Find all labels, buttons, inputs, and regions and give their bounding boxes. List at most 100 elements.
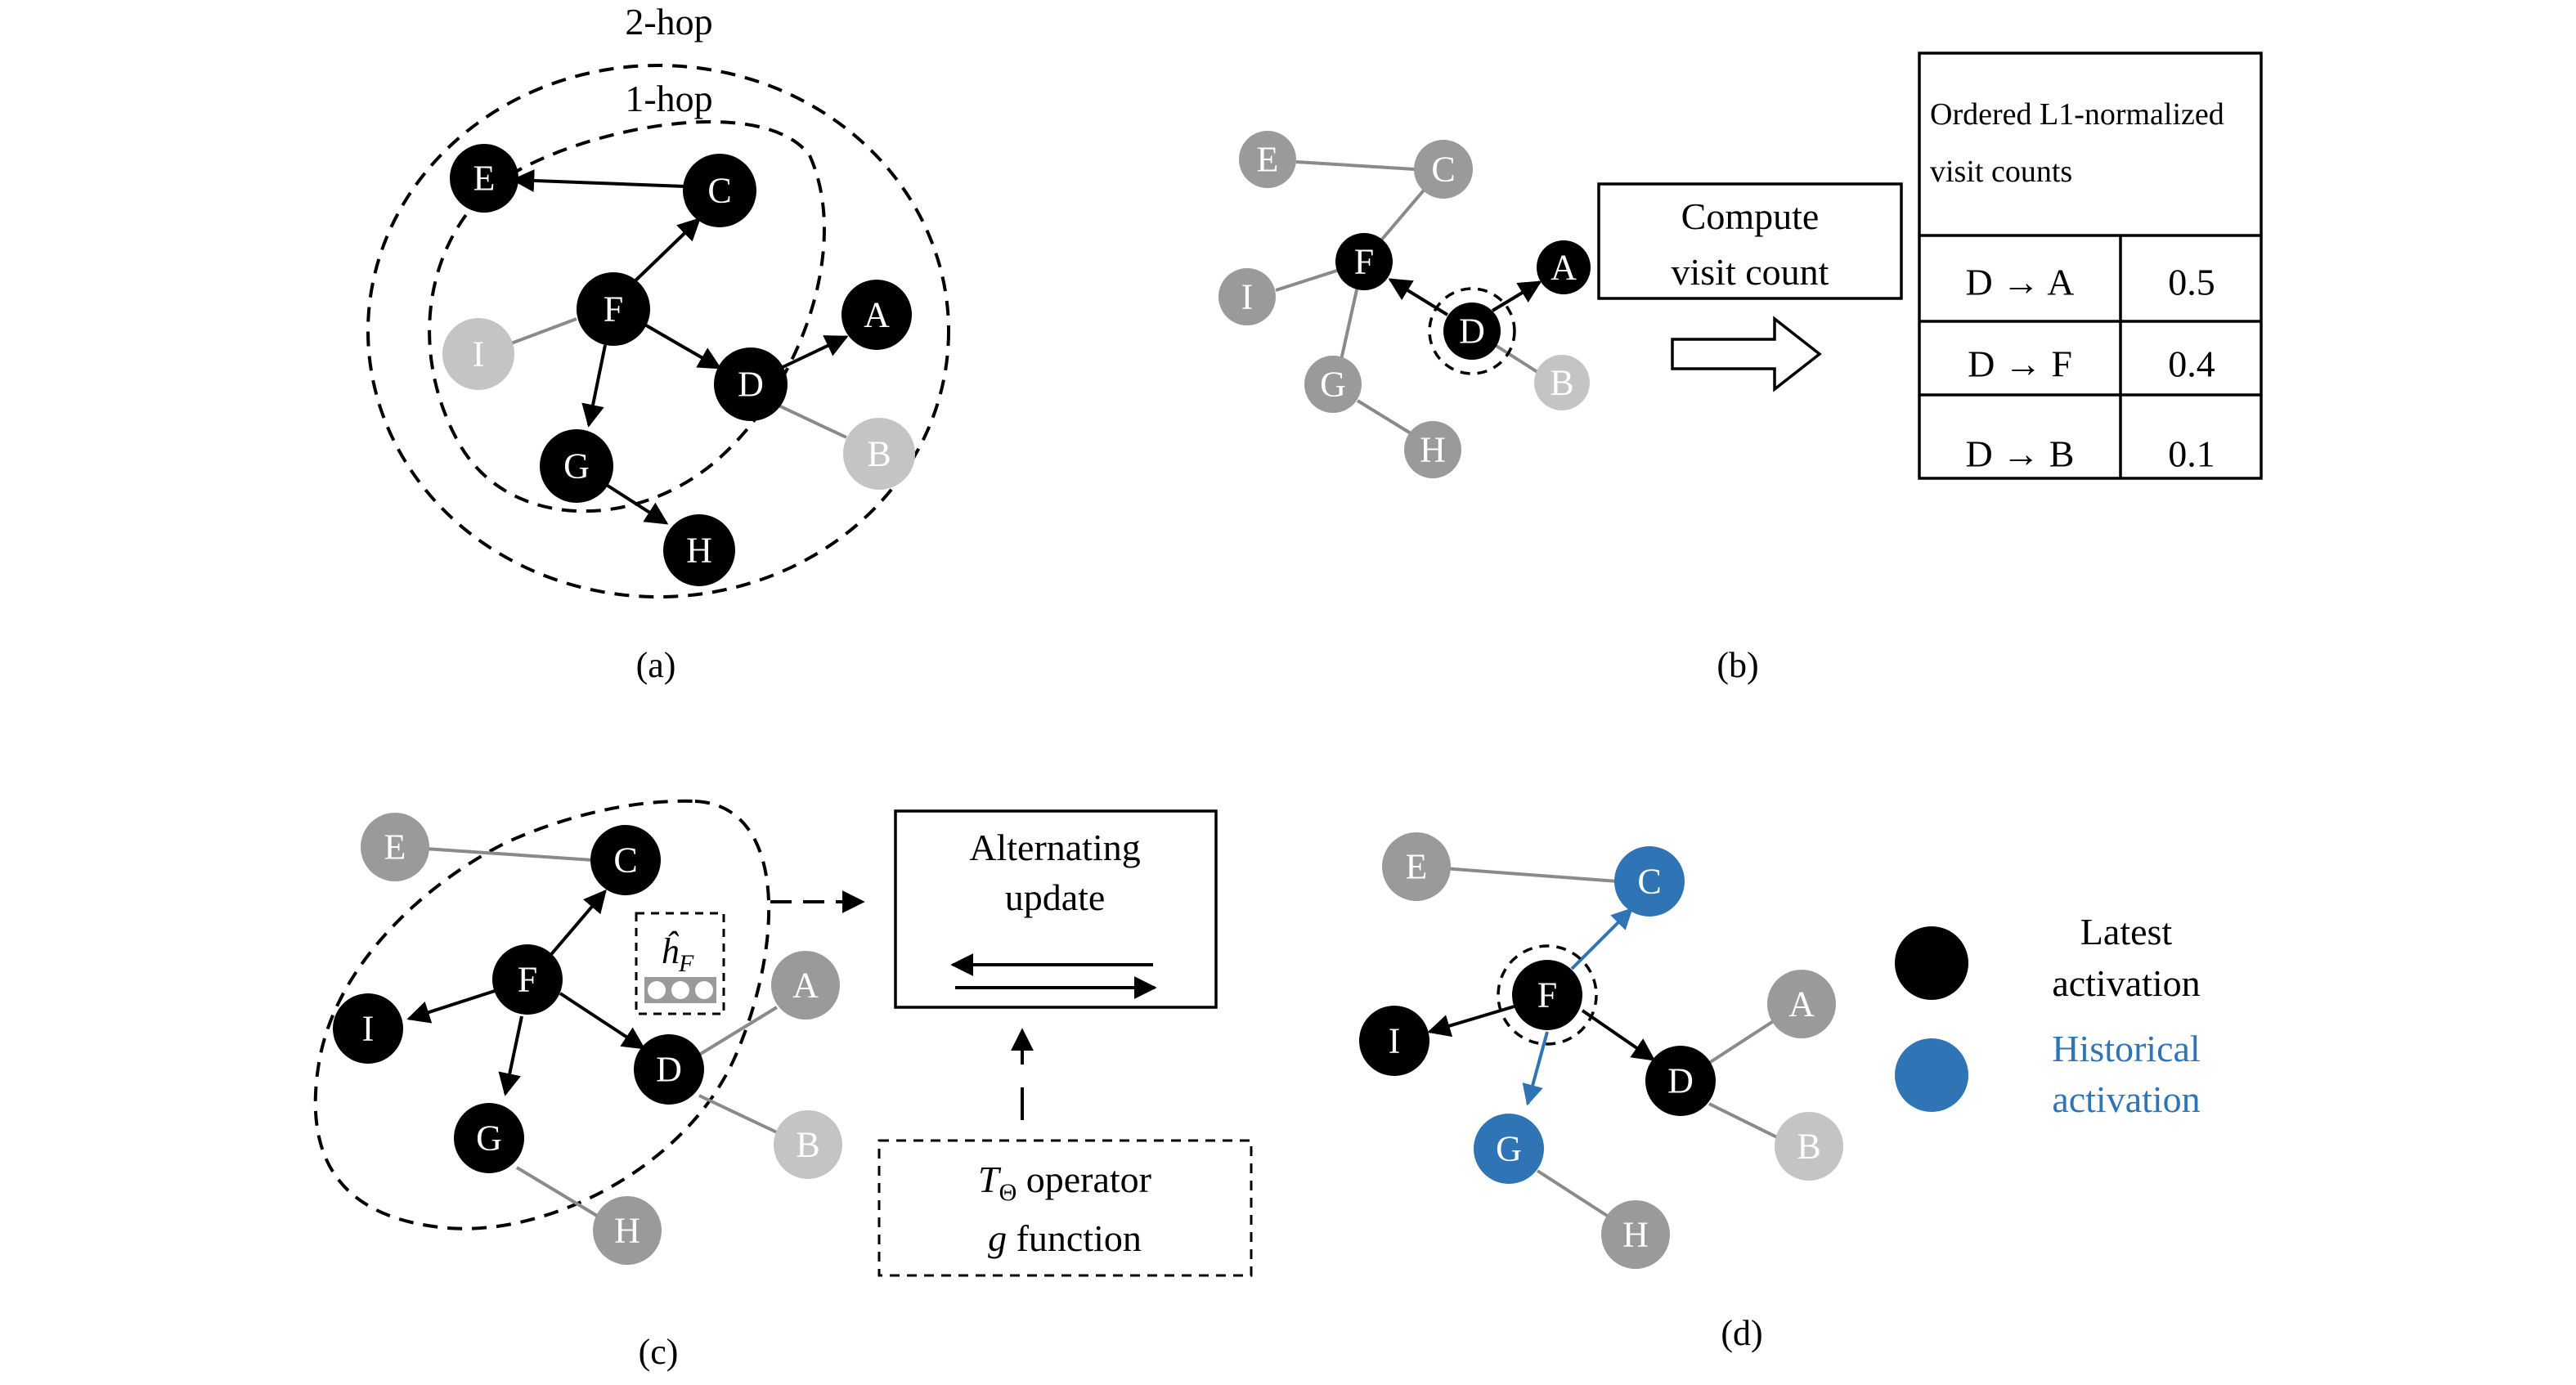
- svg-text:E: E: [1257, 140, 1279, 180]
- svg-text:F: F: [1354, 242, 1374, 282]
- node-c: C: [590, 825, 661, 895]
- edge-f-g: [581, 344, 607, 428]
- table-row-value: 0.4: [2168, 343, 2215, 385]
- edge-d-a: [698, 1006, 779, 1056]
- node-b: B: [774, 1110, 842, 1179]
- panel-b: E C F I D A B G H Compute visit count Or…: [1218, 52, 2263, 685]
- node-b: B: [1534, 355, 1590, 410]
- svg-text:F: F: [1537, 975, 1557, 1015]
- svg-text:H: H: [614, 1211, 640, 1251]
- node-d: D: [1645, 1046, 1716, 1116]
- svg-text:H: H: [686, 531, 712, 571]
- node-f: F: [1512, 960, 1582, 1030]
- legend-swatch-latest: [1895, 926, 1968, 1000]
- svg-text:G: G: [476, 1118, 502, 1159]
- node-b: B: [843, 418, 915, 490]
- svg-text:C: C: [1637, 862, 1661, 902]
- embedding-cell: [648, 981, 666, 999]
- node-e: E: [1239, 131, 1296, 188]
- node-g: G: [1474, 1114, 1544, 1184]
- edge-g-h: [1356, 399, 1412, 435]
- node-h: H: [663, 514, 735, 586]
- svg-text:A: A: [792, 966, 819, 1006]
- node-c: C: [683, 154, 756, 227]
- table-row-edge: D → A: [1966, 262, 2075, 303]
- svg-text:F: F: [604, 289, 623, 329]
- svg-text:B: B: [867, 434, 891, 474]
- block-arrow-icon: [1671, 316, 1822, 392]
- edge-f-g: [1340, 285, 1359, 361]
- neighborhood-boundary: [313, 799, 771, 1230]
- node-g: G: [1304, 356, 1362, 413]
- edge-f-d: [1581, 1009, 1656, 1061]
- node-f: F: [1335, 233, 1393, 290]
- legend-label-historical-line1: Historical: [2052, 1028, 2200, 1069]
- node-g: G: [540, 429, 613, 503]
- hop2-label: 2-hop: [625, 1, 712, 43]
- svg-text:F: F: [518, 960, 537, 1000]
- hop1-label: 1-hop: [625, 78, 712, 119]
- node-b: B: [1775, 1112, 1843, 1181]
- edge-f-i: [510, 317, 577, 345]
- caption-b: (b): [1717, 645, 1758, 685]
- edge-f-g: [498, 1015, 523, 1096]
- edge-g-h: [604, 482, 669, 525]
- node-c: C: [1414, 140, 1473, 199]
- table-header-line1: Ordered L1-normalized: [1930, 97, 2224, 132]
- node-g: G: [454, 1103, 524, 1173]
- operator-box-line2: g function: [988, 1217, 1142, 1259]
- edge-f-c: [628, 217, 702, 288]
- svg-text:B: B: [1797, 1127, 1820, 1167]
- panel-c: E C F I D A B G H ĥF Alternating update …: [313, 799, 1253, 1372]
- node-h: H: [1601, 1200, 1670, 1269]
- svg-text:A: A: [864, 295, 890, 335]
- embedding-cell: [671, 981, 689, 999]
- visit-count-table: Ordered L1-normalized visit counts D → A…: [1918, 52, 2263, 480]
- edge-f-i: [406, 989, 496, 1024]
- svg-text:E: E: [1406, 847, 1428, 887]
- svg-text:A: A: [1788, 984, 1815, 1024]
- hop1-boundary: [428, 120, 826, 513]
- node-f: F: [492, 944, 563, 1015]
- node-d: D: [1443, 303, 1501, 360]
- embedding-cell: [695, 981, 713, 999]
- legend-label-latest-line2: activation: [2052, 962, 2200, 1004]
- table-row-value: 0.1: [2168, 433, 2215, 475]
- svg-text:I: I: [473, 334, 485, 374]
- svg-text:D: D: [738, 365, 764, 405]
- edge-e-c: [424, 847, 594, 862]
- svg-text:A: A: [1551, 248, 1577, 288]
- node-d: D: [714, 347, 788, 421]
- edge-f-c: [1570, 908, 1633, 970]
- node-h: H: [1404, 421, 1461, 478]
- edge-c-f: [1379, 185, 1429, 243]
- svg-text:C: C: [613, 840, 637, 881]
- legend-swatch-historical: [1895, 1038, 1968, 1112]
- embedding-label: ĥF: [661, 930, 694, 977]
- caption-d: (d): [1721, 1313, 1762, 1353]
- svg-text:C: C: [707, 171, 731, 211]
- node-e: E: [1382, 832, 1451, 901]
- compute-box: [1597, 182, 1903, 300]
- table-row-edge: D → B: [1966, 433, 2075, 475]
- alternating-update-line1: Alternating: [969, 827, 1141, 868]
- table-row-value: 0.5: [2168, 262, 2215, 303]
- edge-e-c: [1443, 867, 1618, 883]
- legend: Latest activation Historical activation: [1895, 911, 2201, 1120]
- edge-d-a: [1708, 1019, 1776, 1065]
- d-focus-ring: [1428, 287, 1516, 375]
- edge-d-b: [776, 403, 847, 439]
- edge-f-c: [546, 889, 607, 960]
- compute-box-line2: visit count: [1672, 251, 1829, 293]
- edge-d-b: [1491, 342, 1539, 374]
- operator-box: [877, 1139, 1253, 1277]
- node-a: A: [841, 280, 912, 350]
- svg-text:H: H: [1622, 1215, 1649, 1255]
- edge-g-h: [1536, 1169, 1613, 1220]
- caption-a: (a): [636, 645, 676, 685]
- node-a: A: [1537, 240, 1591, 294]
- svg-text:I: I: [1389, 1021, 1401, 1061]
- node-e: E: [361, 813, 429, 881]
- svg-text:G: G: [563, 446, 590, 486]
